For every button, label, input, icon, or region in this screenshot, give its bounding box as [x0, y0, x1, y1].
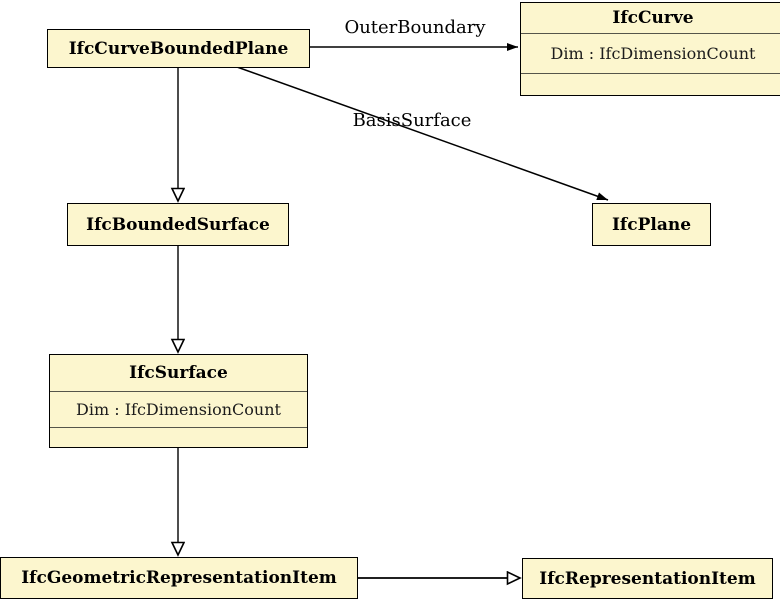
class-node-ifcgeometricrepresentationitem: IfcGeometricRepresentationItem [0, 557, 358, 599]
edge-association-basissurface [236, 66, 609, 201]
class-name-ifcsurface: IfcSurface [129, 363, 228, 383]
class-name-ifcboundedsurface: IfcBoundedSurface [86, 214, 270, 235]
class-attribute-ifcsurface-dim: Dim : IfcDimensionCount [50, 391, 307, 427]
class-node-ifccurve: IfcCurve Dim : IfcDimensionCount [520, 2, 780, 96]
edge-label-basissurface: BasisSurface [352, 110, 472, 131]
class-name-ifccurveboundedplane: IfcCurveBoundedPlane [68, 38, 289, 59]
class-node-ifcplane: IfcPlane [592, 203, 711, 246]
edge-label-outerboundary: OuterBoundary [344, 17, 486, 38]
class-operations-empty-ifccurve [521, 73, 780, 95]
class-node-ifccurveboundedplane: IfcCurveBoundedPlane [47, 29, 310, 68]
class-operations-empty-ifcsurface [50, 427, 307, 447]
class-node-ifcsurface: IfcSurface Dim : IfcDimensionCount [49, 354, 308, 448]
class-node-ifcrepresentationitem: IfcRepresentationItem [522, 558, 773, 599]
class-name-ifcplane: IfcPlane [611, 214, 692, 235]
class-attribute-ifccurve-dim: Dim : IfcDimensionCount [521, 33, 780, 73]
class-node-ifcboundedsurface: IfcBoundedSurface [67, 203, 289, 246]
class-name-ifcrepresentationitem: IfcRepresentationItem [539, 568, 756, 589]
class-name-ifccurve: IfcCurve [612, 8, 694, 28]
class-name-ifcgeometricrepresentationitem: IfcGeometricRepresentationItem [21, 568, 337, 588]
